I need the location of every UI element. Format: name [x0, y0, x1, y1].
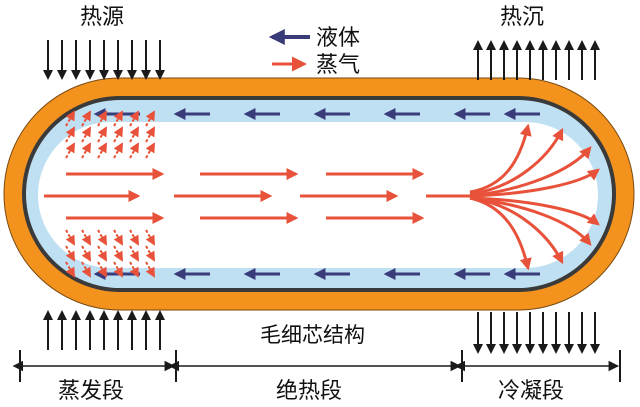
dashed-up-arrow-icon [129, 110, 139, 127]
dashed-up-arrow-icon [97, 126, 107, 143]
dashed-up-arrow-icon [113, 110, 123, 127]
dashed-up-arrow-icon [65, 142, 75, 159]
dashed-down-arrow-icon [129, 261, 139, 278]
heat-sink-arrows [473, 40, 600, 80]
dashed-down-arrow-icon [145, 261, 155, 278]
adiabatic-section-label: 绝热段 [276, 379, 342, 404]
heat-source-label: 热源 [80, 5, 124, 30]
evaporation-dashed-arrows [65, 110, 155, 278]
dashed-up-arrow-icon [113, 126, 123, 143]
dashed-down-arrow-icon [97, 261, 107, 278]
dashed-down-arrow-icon [145, 229, 155, 246]
dashed-down-arrow-icon [97, 245, 107, 262]
evaporator-bottom-arrows [43, 310, 165, 350]
dashed-up-arrow-icon [65, 110, 75, 127]
section-dimensions [12, 350, 621, 382]
dashed-up-arrow-icon [129, 142, 139, 159]
curved-arrow-icon [469, 123, 532, 194]
condenser-section-label: 冷凝段 [498, 379, 564, 404]
curved-arrow-icon [469, 196, 592, 246]
dashed-down-arrow-icon [81, 261, 91, 278]
dashed-down-arrow-icon [65, 261, 75, 278]
dashed-down-arrow-icon [113, 245, 123, 262]
evaporator-section-label: 蒸发段 [58, 379, 124, 404]
dashed-up-arrow-icon [145, 142, 155, 159]
dashed-down-arrow-icon [97, 229, 107, 246]
curved-arrow-icon [469, 168, 600, 198]
curved-arrow-icon [469, 196, 600, 226]
wick-label: 毛细芯结构 [260, 323, 365, 347]
dashed-down-arrow-icon [113, 229, 123, 246]
dashed-down-arrow-icon [113, 261, 123, 278]
dashed-down-arrow-icon [129, 245, 139, 262]
condensation-curved-arrows [469, 123, 600, 271]
curved-arrow-icon [469, 146, 592, 198]
dashed-up-arrow-icon [113, 142, 123, 159]
dashed-down-arrow-icon [81, 229, 91, 246]
dashed-down-arrow-icon [65, 229, 75, 246]
dashed-up-arrow-icon [129, 126, 139, 143]
dashed-down-arrow-icon [81, 245, 91, 262]
legend: 液体 蒸气 [268, 26, 360, 78]
vapor-flow-arrows [44, 168, 470, 224]
heat-source-arrows [43, 40, 165, 80]
dashed-up-arrow-icon [81, 110, 91, 127]
dashed-up-arrow-icon [145, 126, 155, 143]
dashed-down-arrow-icon [65, 245, 75, 262]
condenser-bottom-arrows [473, 312, 600, 354]
dashed-down-arrow-icon [145, 245, 155, 262]
heat-sink-label: 热沉 [500, 5, 544, 30]
dashed-up-arrow-icon [81, 126, 91, 143]
dashed-up-arrow-icon [65, 126, 75, 143]
curved-arrow-icon [469, 127, 564, 196]
legend-liquid-label: 液体 [316, 26, 360, 51]
dashed-up-arrow-icon [97, 142, 107, 159]
legend-vapor-label: 蒸气 [316, 53, 360, 78]
dashed-up-arrow-icon [97, 110, 107, 127]
dashed-up-arrow-icon [145, 110, 155, 127]
dashed-up-arrow-icon [81, 142, 91, 159]
dashed-down-arrow-icon [129, 229, 139, 246]
